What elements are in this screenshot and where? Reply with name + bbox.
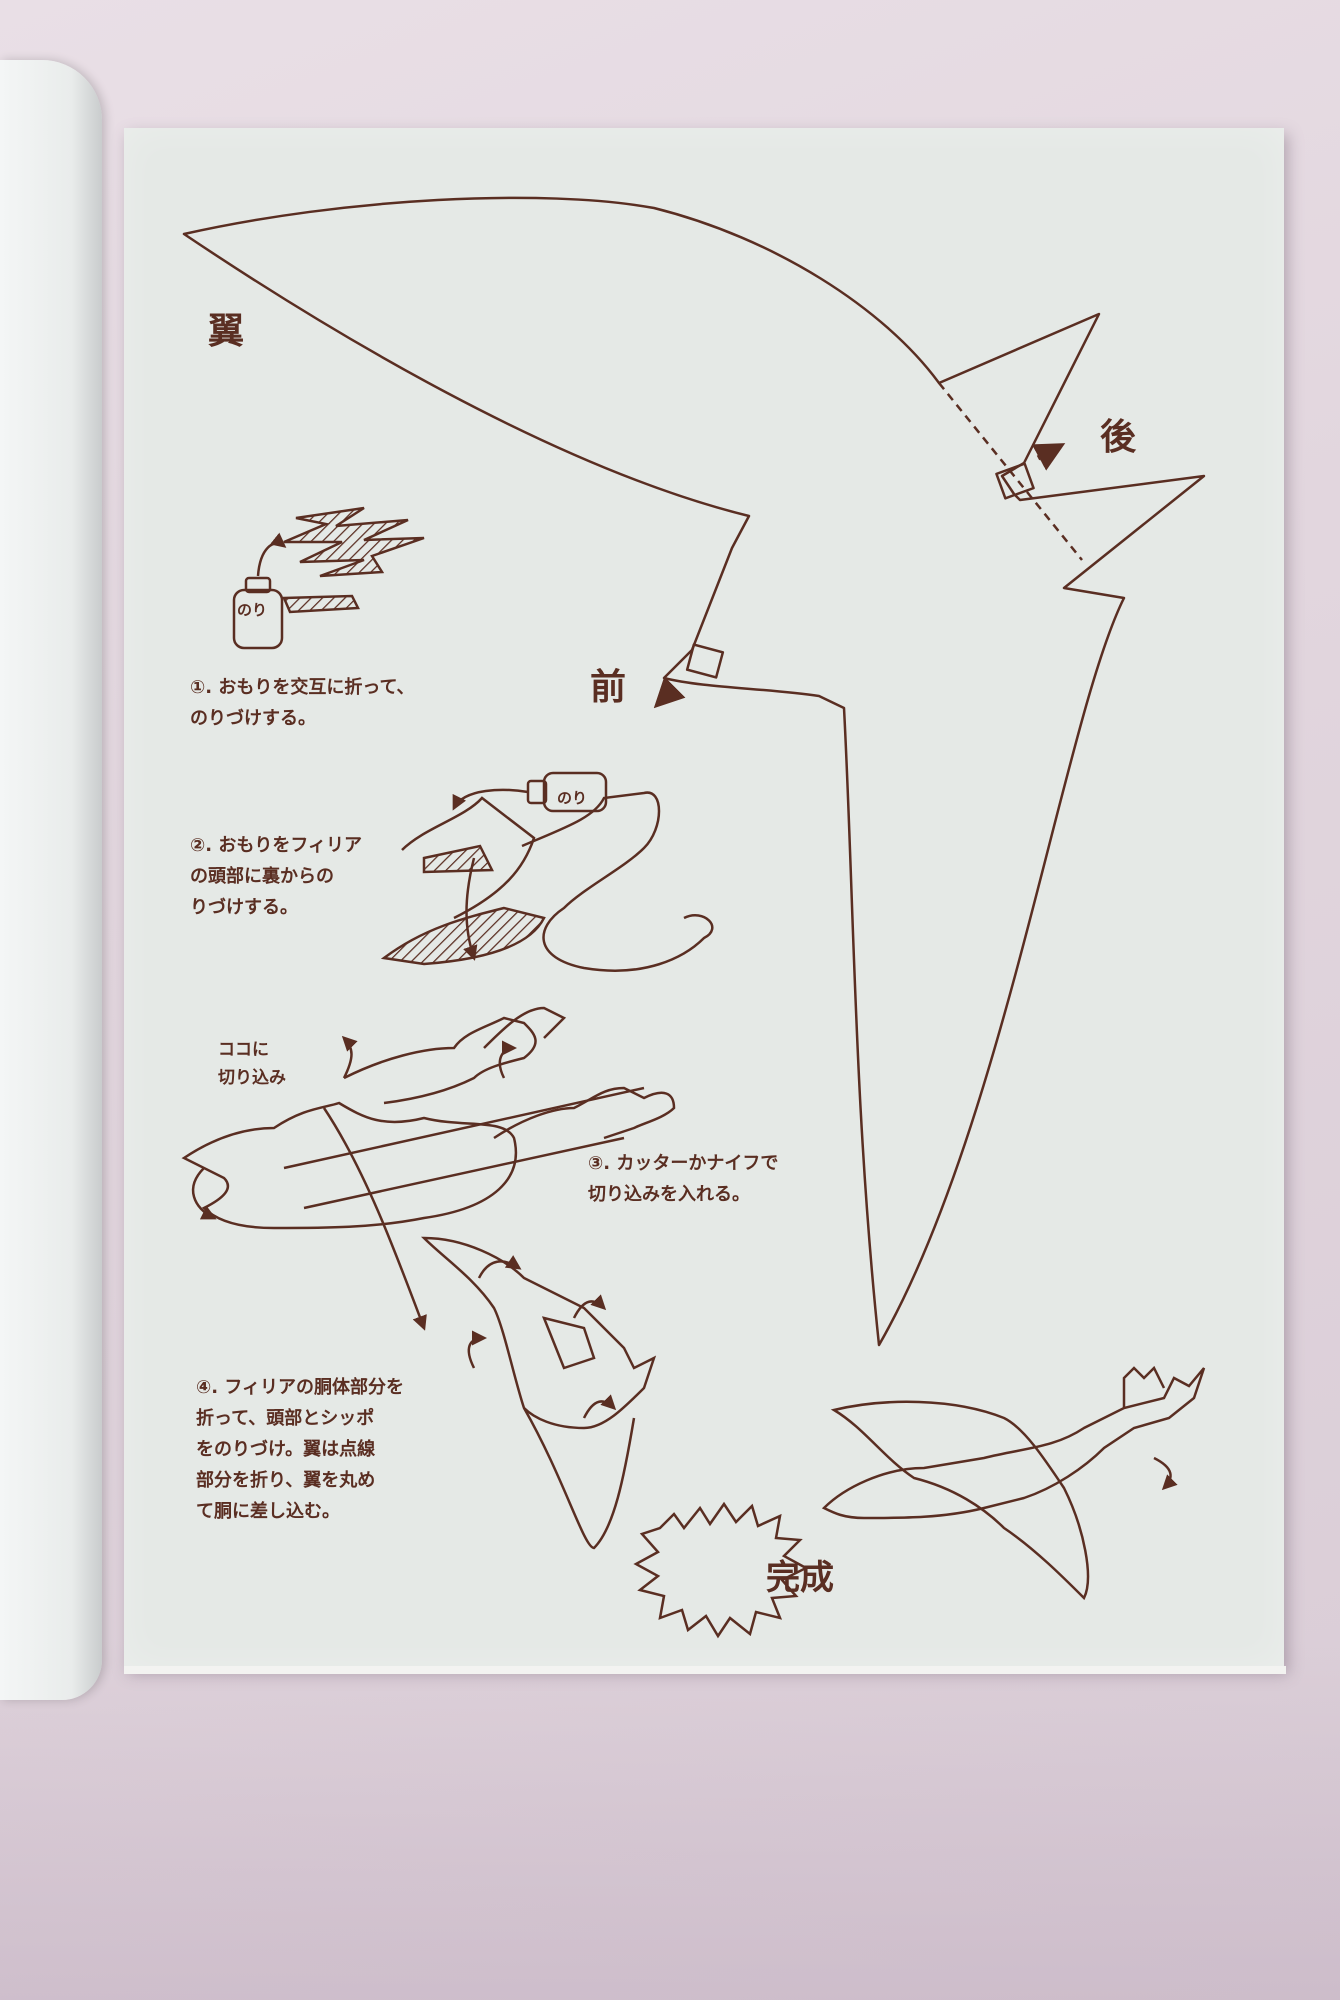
left-book-page	[0, 60, 102, 1700]
front-arrow-icon	[653, 676, 686, 709]
back-label: 後	[1100, 417, 1137, 458]
wing-label: 翼	[208, 311, 245, 352]
step2-illustration	[380, 771, 714, 972]
back-arrow-icon	[1031, 443, 1066, 471]
page-edge	[124, 1666, 1286, 1674]
step-4-text: ④. フィリアの胴体部分を 折って、頭部とシッポ をのりづけ。翼は点線 部分を折…	[196, 1377, 404, 1522]
craft-template-drawing	[181, 196, 1206, 1639]
craft-sheet-page	[124, 128, 1284, 1668]
cloth-background	[0, 1640, 1340, 2000]
fold-line-dashed	[938, 382, 1083, 561]
step1-illustration	[232, 506, 425, 650]
front-label: 前	[590, 667, 627, 708]
glue-bottle-label: のり	[237, 601, 268, 619]
burst-badge-icon	[633, 1501, 809, 1639]
completed-model-illustration	[821, 1365, 1206, 1601]
step-1-text: ①. おもりを交互に折って、 のりづけする。	[190, 677, 415, 729]
cut-here-label: ココに 切り込み	[218, 1040, 286, 1088]
front-tab	[685, 643, 725, 679]
complete-label: 完成	[766, 1558, 834, 1598]
glue-bottle-icon	[542, 771, 608, 813]
wing-template-outline	[182, 196, 1206, 1347]
step4-illustration	[420, 1236, 657, 1550]
step3-illustration	[181, 1006, 676, 1331]
step-2-text: ②. おもりをフィリア の頭部に裏からの りづけする。	[190, 835, 362, 918]
step-3-text: ③. カッターかナイフで 切り込みを入れる。	[588, 1153, 779, 1205]
glue-bottle-icon	[232, 588, 284, 650]
glue-bottle-label-2: のり	[557, 789, 588, 807]
back-tab	[995, 462, 1035, 500]
